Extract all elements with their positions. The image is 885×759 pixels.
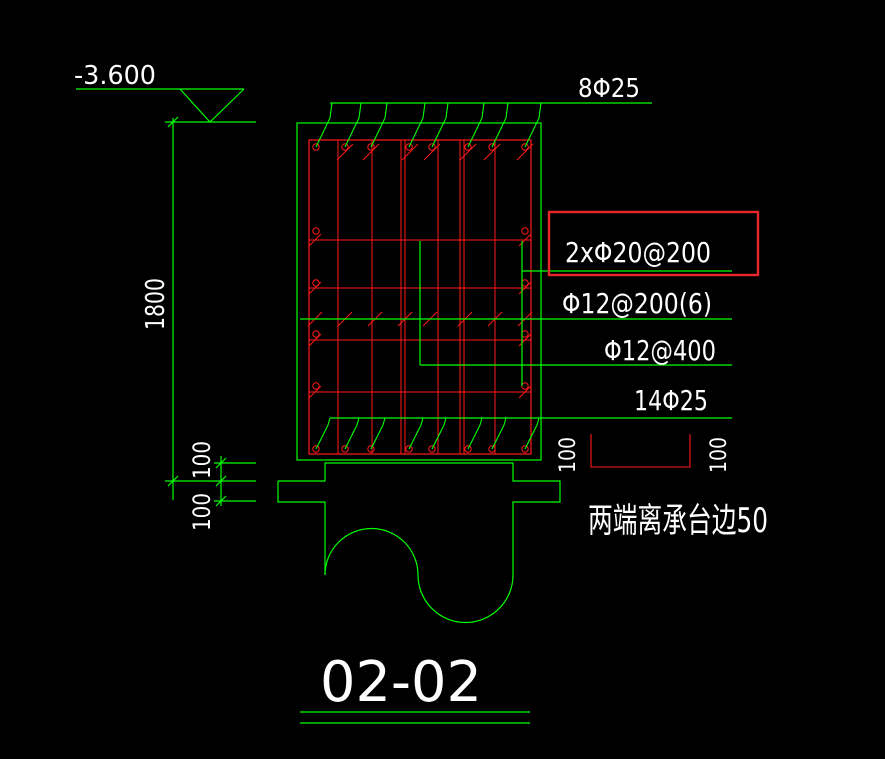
highlight-box	[547, 210, 760, 277]
bottom-bar	[488, 445, 496, 453]
bottom-bar	[367, 445, 375, 453]
side-bar	[521, 279, 529, 287]
callouts: 8Φ25 2xΦ20@200 Φ12@200(6) Φ12@400 14Φ25	[562, 74, 716, 417]
bottom-bar	[464, 445, 472, 453]
side-bar	[312, 279, 320, 287]
top-bar-leader	[467, 102, 485, 148]
callout-side-bars: 2xΦ20@200	[565, 236, 711, 269]
stirrup-hook	[483, 143, 501, 161]
side-bar	[521, 330, 529, 338]
dim-side-right-label: 100	[707, 437, 732, 473]
top-bar	[521, 143, 529, 151]
tie-hook	[518, 385, 532, 399]
top-bar	[405, 143, 413, 151]
bottom-bar	[521, 445, 529, 453]
top-bar	[341, 143, 349, 151]
dimension-vertical: 1800 100 100	[141, 116, 256, 531]
outer-stirrup	[308, 139, 532, 455]
tie-hook	[518, 233, 532, 247]
leader-lines	[300, 102, 732, 419]
callout-bottom-bars: 14Φ25	[634, 384, 708, 417]
tie-hook	[518, 333, 532, 347]
top-bar-leader	[408, 102, 426, 148]
top-bar	[488, 143, 496, 151]
bottom-bar	[312, 445, 320, 453]
bottom-bar-leader	[431, 417, 447, 450]
section-title: 02-02	[300, 650, 530, 724]
beam-outline	[277, 122, 561, 624]
section-label: 02-02	[320, 650, 482, 715]
bottom-bar-leader	[467, 417, 483, 450]
bottom-bar	[428, 445, 436, 453]
side-bar	[312, 227, 320, 235]
rebar-cage	[307, 102, 542, 455]
dim-bottom-b-label: 100	[188, 493, 216, 531]
bottom-bar	[341, 445, 349, 453]
bottom-bar-leader	[408, 417, 424, 450]
stirrup-hook	[336, 143, 354, 161]
top-bar-leader	[491, 102, 509, 148]
bottom-bar-leader	[344, 417, 360, 450]
top-bar	[464, 143, 472, 151]
side-bar	[521, 227, 529, 235]
tie-hook	[518, 281, 532, 295]
stirrup-hook	[459, 143, 477, 161]
dim-height-label: 1800	[141, 278, 171, 330]
stirrup-hook	[423, 143, 441, 161]
top-bar-leader	[315, 102, 333, 148]
top-bar	[312, 143, 320, 151]
elevation-label: -3.600	[74, 61, 156, 91]
side-bar	[521, 382, 529, 390]
callout-stirrups: Φ12@200(6)	[562, 287, 712, 320]
top-bar-leader	[370, 102, 388, 148]
top-bar-leader	[344, 102, 362, 148]
bent-bar-detail: 100 100	[556, 434, 732, 473]
top-bar	[367, 143, 375, 151]
bottom-bar	[405, 445, 413, 453]
side-bar	[312, 330, 320, 338]
top-bar	[428, 143, 436, 151]
dim-side-left-label: 100	[556, 437, 581, 473]
side-bar	[312, 382, 320, 390]
dim-bottom-a-label: 100	[188, 441, 216, 479]
callout-ties: Φ12@400	[604, 334, 716, 367]
bottom-bar-leader	[370, 417, 386, 450]
top-bar-leader	[431, 102, 449, 148]
elevation-marker: -3.600	[74, 61, 256, 123]
callout-top-bars: 8Φ25	[578, 74, 640, 104]
bottom-bar-leader	[491, 417, 507, 450]
top-bar-leader	[524, 102, 542, 148]
stirrup-hook	[362, 143, 380, 161]
bottom-bar-leader	[315, 417, 331, 450]
tie-hook	[308, 233, 322, 247]
stirrup-hook	[516, 143, 534, 161]
note-text: 两端离承台边50	[588, 501, 768, 541]
bottom-bar-leader	[524, 417, 540, 450]
stirrup-hook	[401, 143, 419, 161]
